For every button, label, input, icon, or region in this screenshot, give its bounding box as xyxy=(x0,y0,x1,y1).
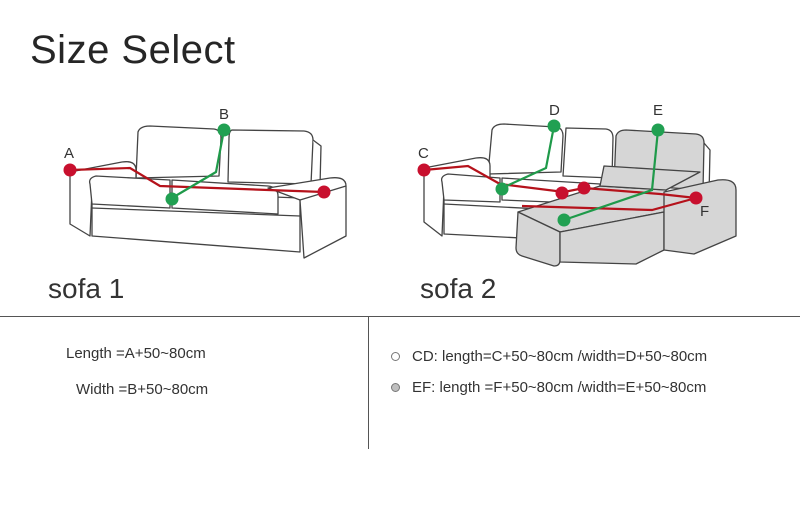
point-b-label: B xyxy=(219,106,229,123)
point-e-marker xyxy=(651,123,665,137)
point-a-marker-end xyxy=(317,185,331,199)
point-d-label: D xyxy=(549,102,560,119)
point-d-marker xyxy=(547,119,561,133)
point-b-marker xyxy=(217,123,231,137)
point-c-marker xyxy=(417,163,431,177)
point-a-marker xyxy=(63,163,77,177)
white-circle-icon xyxy=(391,352,400,361)
point-a-label: A xyxy=(64,145,74,162)
sofa-1-width-formula: Width =B+50~80cm xyxy=(76,381,209,398)
point-f-label: F xyxy=(700,203,709,220)
sofa-1-width-line xyxy=(171,129,226,199)
horizontal-divider xyxy=(0,316,800,317)
sofa-1-drawing xyxy=(69,125,347,259)
point-e-label: E xyxy=(653,102,663,119)
point-cd-joint-marker xyxy=(577,181,591,195)
sofa-2-label: sofa 2 xyxy=(420,273,497,304)
point-c-marker-end xyxy=(555,186,569,200)
point-b-marker-end xyxy=(165,192,179,206)
point-e-marker-end xyxy=(557,213,571,227)
grey-circle-icon xyxy=(391,383,400,392)
point-f-marker xyxy=(689,191,703,205)
page-title: Size Select xyxy=(30,28,236,72)
sofa-2-drawing xyxy=(423,123,737,267)
sofa-1-length-formula: Length =A+50~80cm xyxy=(66,345,206,362)
sofa-1-length-line xyxy=(69,166,325,194)
sofa-1-label: sofa 1 xyxy=(48,273,125,304)
sofa-2-width-line-d xyxy=(501,125,556,190)
vertical-divider xyxy=(368,317,369,449)
point-d-marker-end xyxy=(495,182,509,196)
point-c-label: C xyxy=(418,145,429,162)
sofa-2-ef-formula: EF: length =F+50~80cm /width=E+50~80cm xyxy=(412,379,707,396)
sofa-2-cd-formula: CD: length=C+50~80cm /width=D+50~80cm xyxy=(412,348,708,365)
sofa-2-width-line-e xyxy=(563,129,660,222)
sofa-illustrations: A B C D xyxy=(63,102,737,267)
